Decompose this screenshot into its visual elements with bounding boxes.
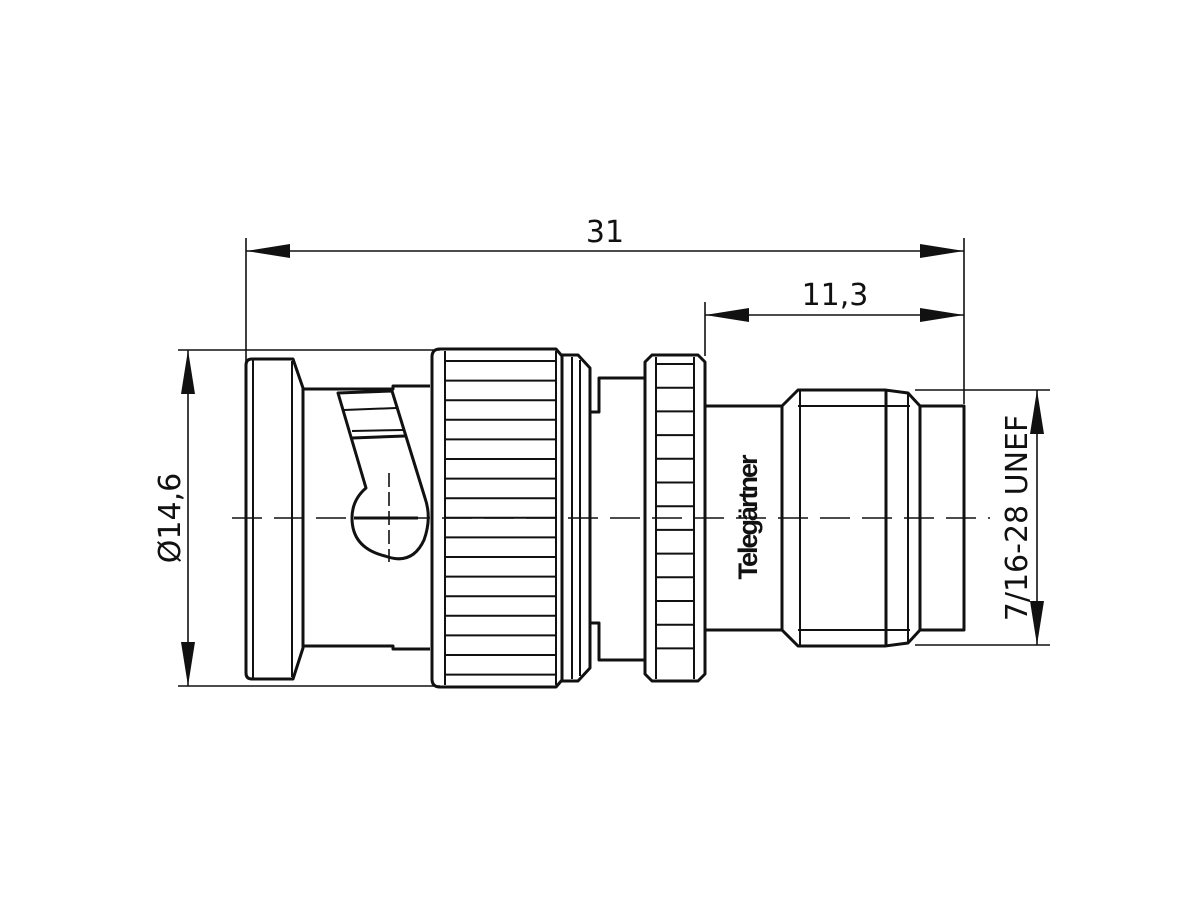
dimension-thread: 7/16-28 UNEF <box>915 389 1050 646</box>
bnc-coupling-nut <box>430 347 592 689</box>
dimension-label-diameter: Ø14,6 <box>153 473 188 563</box>
bnc-body <box>303 384 430 651</box>
dimension-label-thread: 7/16-28 UNEF <box>1000 415 1035 622</box>
dimension-label-31: 31 <box>586 215 624 250</box>
bnc-front-flange <box>244 357 305 681</box>
telegaertner-logo: Telegärtner <box>733 454 763 580</box>
middle-body <box>590 376 645 662</box>
knurling <box>445 360 556 676</box>
knurling <box>656 363 694 650</box>
dimension-diameter: Ø14,6 <box>153 349 440 687</box>
tnc-nut <box>643 353 707 683</box>
dimension-label-11-3: 11,3 <box>802 278 869 313</box>
dimension-overall-length: 31 <box>245 215 965 404</box>
dimension-thread-length: 11,3 <box>704 278 964 356</box>
tnc-body: Telegärtner <box>705 388 966 648</box>
